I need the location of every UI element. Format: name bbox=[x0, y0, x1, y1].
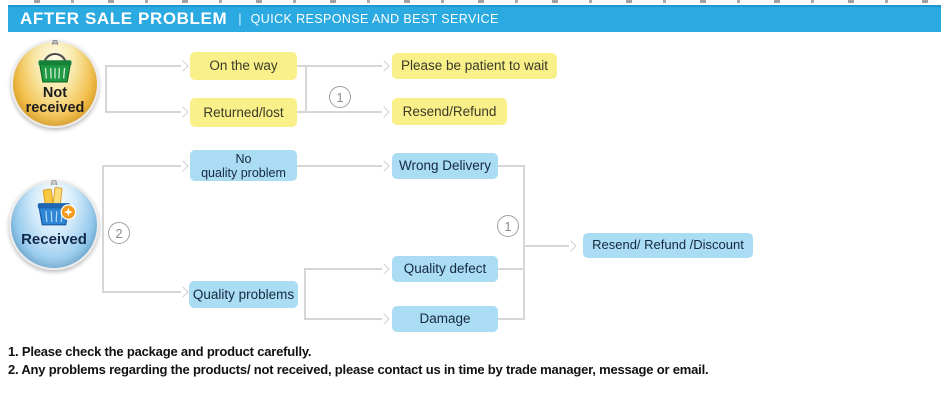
arrowhead-icon bbox=[177, 286, 189, 298]
connector-line bbox=[305, 65, 307, 112]
connector-line bbox=[297, 111, 382, 113]
arrowhead-icon bbox=[378, 160, 390, 172]
step-label-circle: 2 bbox=[108, 222, 130, 244]
connector-line bbox=[102, 291, 181, 293]
arrowhead-icon bbox=[177, 106, 189, 118]
box-resend-refund: Resend/Refund bbox=[392, 98, 507, 125]
box-be-patient: Please be patient to wait bbox=[392, 53, 557, 79]
star-badge-icon bbox=[60, 204, 77, 220]
connector-line bbox=[498, 268, 523, 270]
connector-line bbox=[523, 245, 569, 247]
connector-line bbox=[105, 65, 181, 67]
connector-line bbox=[105, 111, 181, 113]
not-received-label: Not received bbox=[25, 85, 85, 117]
footer-notes: 1. Please check the package and product … bbox=[8, 344, 933, 380]
connector-line bbox=[498, 165, 523, 167]
connector-line bbox=[304, 318, 382, 320]
box-quality-problems: Quality problems bbox=[189, 281, 298, 308]
box-returned-lost: Returned/lost bbox=[190, 98, 297, 127]
box-no-quality-problem: No quality problem bbox=[190, 150, 297, 181]
cropped-text-remnant bbox=[0, 0, 941, 3]
connector-line bbox=[498, 318, 523, 320]
connector-line bbox=[105, 65, 107, 112]
section-banner: AFTER SALE PROBLEM | QUICK RESPONSE AND … bbox=[8, 5, 941, 32]
received-badge: Received bbox=[9, 180, 99, 270]
connector-line bbox=[297, 165, 382, 167]
box-no-quality-problem-line2: quality problem bbox=[201, 165, 286, 180]
received-label: Received bbox=[21, 231, 87, 248]
box-quality-defect: Quality defect bbox=[392, 256, 498, 282]
arrowhead-icon bbox=[177, 160, 189, 172]
banner-subtitle: QUICK RESPONSE AND BEST SERVICE bbox=[250, 11, 499, 26]
blue-shopping-basket-icon bbox=[37, 180, 77, 226]
step-label-circle: 1 bbox=[497, 215, 519, 237]
step-label-circle: 1 bbox=[329, 86, 351, 108]
connector-line bbox=[102, 165, 104, 292]
connector-line bbox=[523, 165, 525, 320]
arrowhead-icon bbox=[177, 60, 189, 72]
green-shopping-basket-icon bbox=[38, 39, 72, 83]
arrowhead-icon bbox=[378, 106, 390, 118]
arrowhead-icon bbox=[378, 60, 390, 72]
note-line-2: 2. Any problems regarding the products/ … bbox=[8, 362, 709, 377]
box-wrong-delivery: Wrong Delivery bbox=[392, 153, 498, 179]
arrowhead-icon bbox=[378, 263, 390, 275]
connector-line bbox=[297, 65, 382, 67]
connector-line bbox=[304, 268, 306, 319]
box-no-quality-problem-line1: No bbox=[235, 151, 252, 166]
box-on-the-way: On the way bbox=[190, 52, 297, 80]
box-damage: Damage bbox=[392, 306, 498, 332]
box-resend-refund-discount: Resend/ Refund /Discount bbox=[583, 233, 753, 258]
arrowhead-icon bbox=[378, 313, 390, 325]
banner-title: AFTER SALE PROBLEM bbox=[20, 8, 228, 28]
banner-divider: | bbox=[238, 11, 242, 26]
arrowhead-icon bbox=[565, 240, 577, 252]
note-line-1: 1. Please check the package and product … bbox=[8, 344, 312, 359]
connector-line bbox=[304, 268, 382, 270]
connector-line bbox=[102, 165, 181, 167]
not-received-badge: Not received bbox=[11, 39, 99, 128]
